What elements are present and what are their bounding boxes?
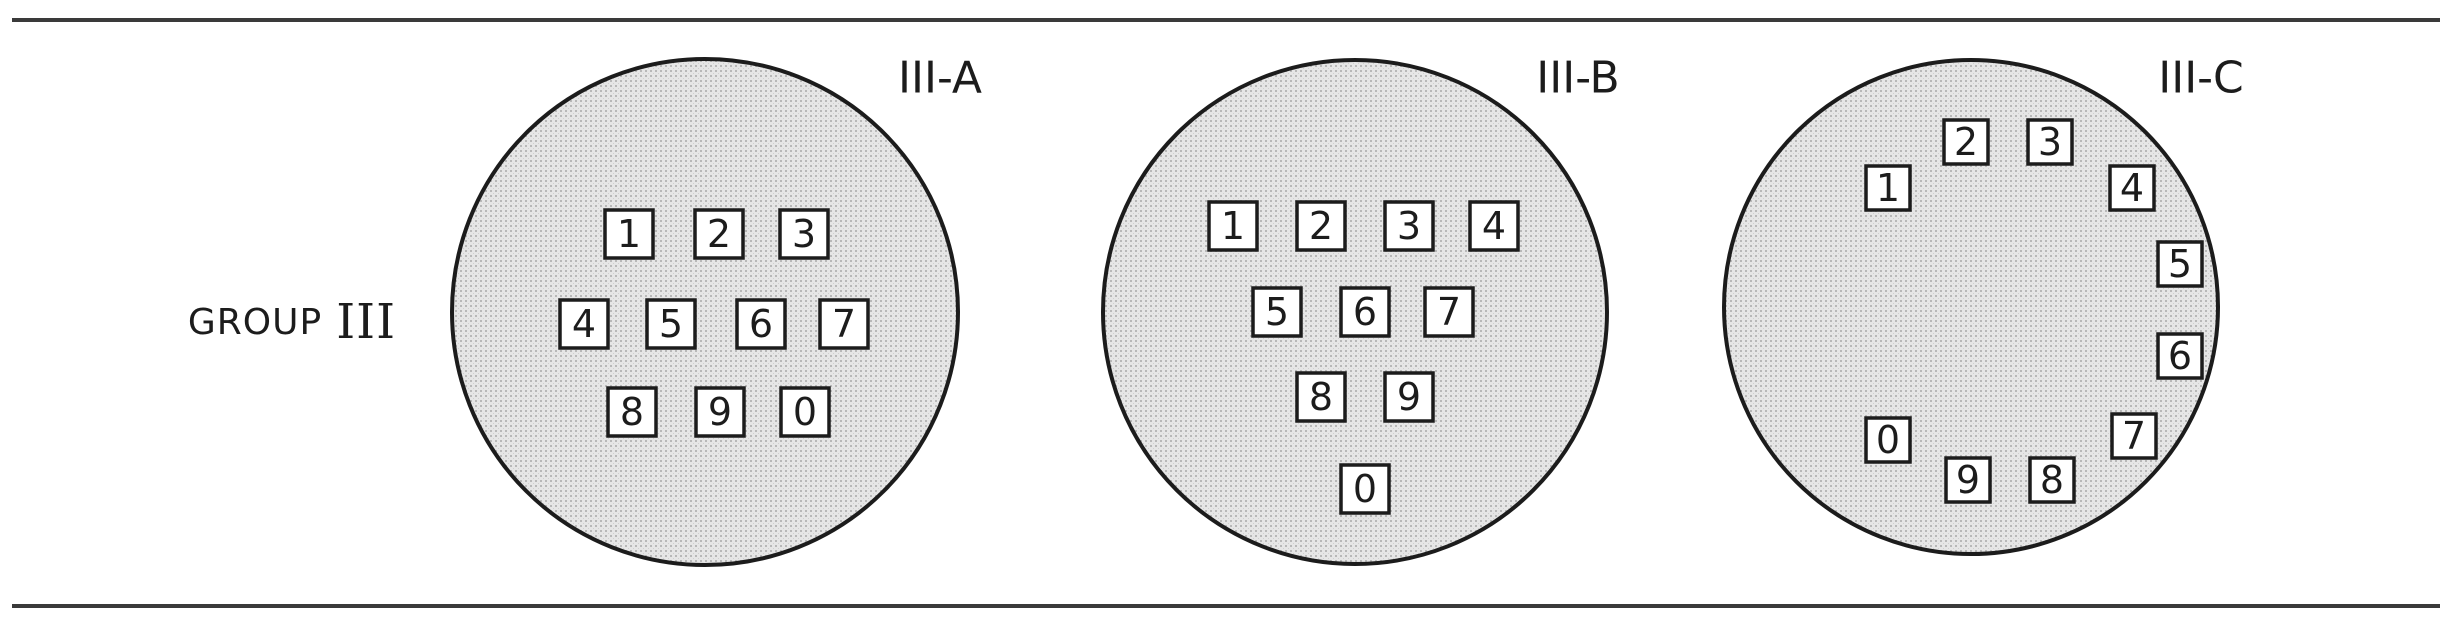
group-label-numeral: III xyxy=(336,294,396,350)
key-9[interactable]: 9 xyxy=(1944,456,1992,504)
key-label: 8 xyxy=(1309,375,1333,419)
key-label: 3 xyxy=(2038,120,2062,164)
key-1[interactable]: 1 xyxy=(1207,200,1259,252)
key-label: 5 xyxy=(1265,290,1289,334)
key-2[interactable]: 2 xyxy=(1942,118,1990,166)
key-label: 7 xyxy=(1437,290,1461,334)
key-7[interactable]: 7 xyxy=(818,298,870,350)
group-label-text: GROUP xyxy=(188,302,322,343)
panel-iii-b: III-B 1 2 3 4 5 6 7 8 9 0 xyxy=(1101,53,1620,566)
dial-face xyxy=(450,57,960,567)
key-9[interactable]: 9 xyxy=(1383,371,1435,423)
key-label: 4 xyxy=(572,302,596,346)
key-0[interactable]: 0 xyxy=(1864,416,1912,464)
key-4[interactable]: 4 xyxy=(1468,200,1520,252)
key-0[interactable]: 0 xyxy=(779,386,831,438)
key-label: 3 xyxy=(792,212,816,256)
key-label: 2 xyxy=(1954,120,1978,164)
key-4[interactable]: 4 xyxy=(558,298,610,350)
key-label: 0 xyxy=(1353,467,1377,511)
key-2[interactable]: 2 xyxy=(693,208,745,260)
key-label: 0 xyxy=(793,390,817,434)
panel-label: III-B xyxy=(1536,53,1619,104)
key-2[interactable]: 2 xyxy=(1295,200,1347,252)
panel-iii-a: III-A 1 2 3 4 5 6 7 8 9 0 xyxy=(450,53,982,567)
panel-label: III-A xyxy=(898,53,982,104)
key-6[interactable]: 6 xyxy=(2156,332,2204,380)
key-7[interactable]: 7 xyxy=(2110,412,2158,460)
key-label: 1 xyxy=(1221,204,1245,248)
key-1[interactable]: 1 xyxy=(603,208,655,260)
key-9[interactable]: 9 xyxy=(694,386,746,438)
key-0[interactable]: 0 xyxy=(1339,463,1391,515)
key-1[interactable]: 1 xyxy=(1864,164,1912,212)
key-label: 5 xyxy=(2168,242,2192,286)
key-8[interactable]: 8 xyxy=(606,386,658,438)
key-8[interactable]: 8 xyxy=(2028,456,2076,504)
key-7[interactable]: 7 xyxy=(1423,286,1475,338)
key-5[interactable]: 5 xyxy=(1251,286,1303,338)
key-label: 3 xyxy=(1397,204,1421,248)
key-label: 8 xyxy=(620,390,644,434)
key-3[interactable]: 3 xyxy=(778,208,830,260)
key-label: 1 xyxy=(1876,166,1900,210)
key-label: 5 xyxy=(659,302,683,346)
key-3[interactable]: 3 xyxy=(1383,200,1435,252)
key-6[interactable]: 6 xyxy=(1339,286,1391,338)
key-label: 9 xyxy=(708,390,732,434)
key-3[interactable]: 3 xyxy=(2026,118,2074,166)
key-label: 9 xyxy=(1397,375,1421,419)
key-label: 6 xyxy=(1353,290,1377,334)
key-4[interactable]: 4 xyxy=(2108,164,2156,212)
dial-face xyxy=(1722,58,2220,556)
key-label: 0 xyxy=(1876,418,1900,462)
key-label: 2 xyxy=(1309,204,1333,248)
key-5[interactable]: 5 xyxy=(645,298,697,350)
key-label: 4 xyxy=(1482,204,1506,248)
key-6[interactable]: 6 xyxy=(735,298,787,350)
key-label: 4 xyxy=(2120,166,2144,210)
panel-iii-c: III-C 1 2 3 4 5 6 7 8 9 0 xyxy=(1722,53,2244,556)
panel-label: III-C xyxy=(2158,53,2244,104)
group-label: GROUP III xyxy=(188,294,396,350)
key-label: 2 xyxy=(707,212,731,256)
key-label: 7 xyxy=(832,302,856,346)
key-label: 9 xyxy=(1956,458,1980,502)
key-label: 8 xyxy=(2040,458,2064,502)
key-label: 7 xyxy=(2122,414,2146,458)
key-label: 6 xyxy=(2168,334,2192,378)
key-label: 1 xyxy=(617,212,641,256)
key-8[interactable]: 8 xyxy=(1295,371,1347,423)
key-5[interactable]: 5 xyxy=(2156,240,2204,288)
key-label: 6 xyxy=(749,302,773,346)
